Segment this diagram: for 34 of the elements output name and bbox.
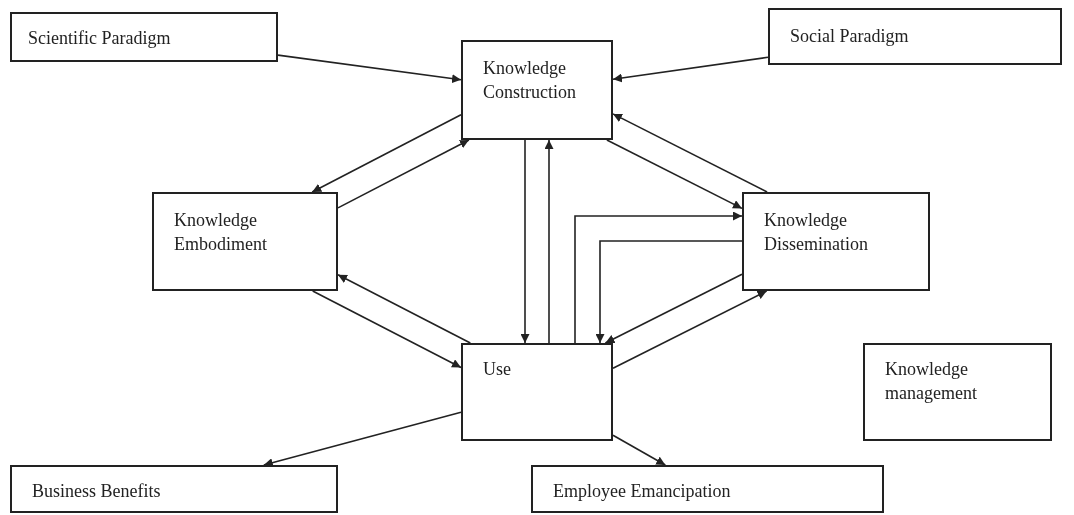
process-box: [863, 343, 1052, 441]
arrow: [612, 113, 768, 193]
arrow: [574, 211, 743, 344]
arrow: [277, 54, 462, 84]
box-label: Scientific Paradigm: [28, 27, 172, 50]
box-label: Knowledge Embodiment: [174, 209, 268, 256]
arrow: [612, 290, 768, 370]
arrow: [337, 274, 472, 344]
arrow: [606, 139, 743, 210]
arrow: [595, 240, 743, 344]
arrow: [612, 56, 769, 83]
process-box: [461, 343, 613, 441]
box-label: Use: [483, 358, 512, 381]
process-box: [768, 8, 1062, 65]
box-label: Knowledge Construction: [483, 57, 577, 104]
arrow: [604, 273, 743, 344]
process-box: [531, 465, 884, 513]
box-label: Knowledge management: [885, 358, 978, 405]
arrow: [263, 411, 462, 467]
box-label: Knowledge Dissemination: [764, 209, 869, 256]
box-label: Social Paradigm: [790, 25, 910, 48]
process-box: [742, 192, 930, 291]
arrow: [520, 139, 530, 344]
arrow: [544, 139, 554, 344]
process-box: [152, 192, 338, 291]
process-box: [10, 465, 338, 513]
arrow: [612, 434, 667, 466]
arrow: [337, 139, 470, 209]
process-box: [461, 40, 613, 140]
arrow: [311, 114, 462, 193]
arrow: [311, 290, 462, 369]
process-box: [10, 12, 278, 62]
box-label: Business Benefits: [32, 480, 162, 503]
box-label: Employee Emancipation: [553, 480, 732, 503]
